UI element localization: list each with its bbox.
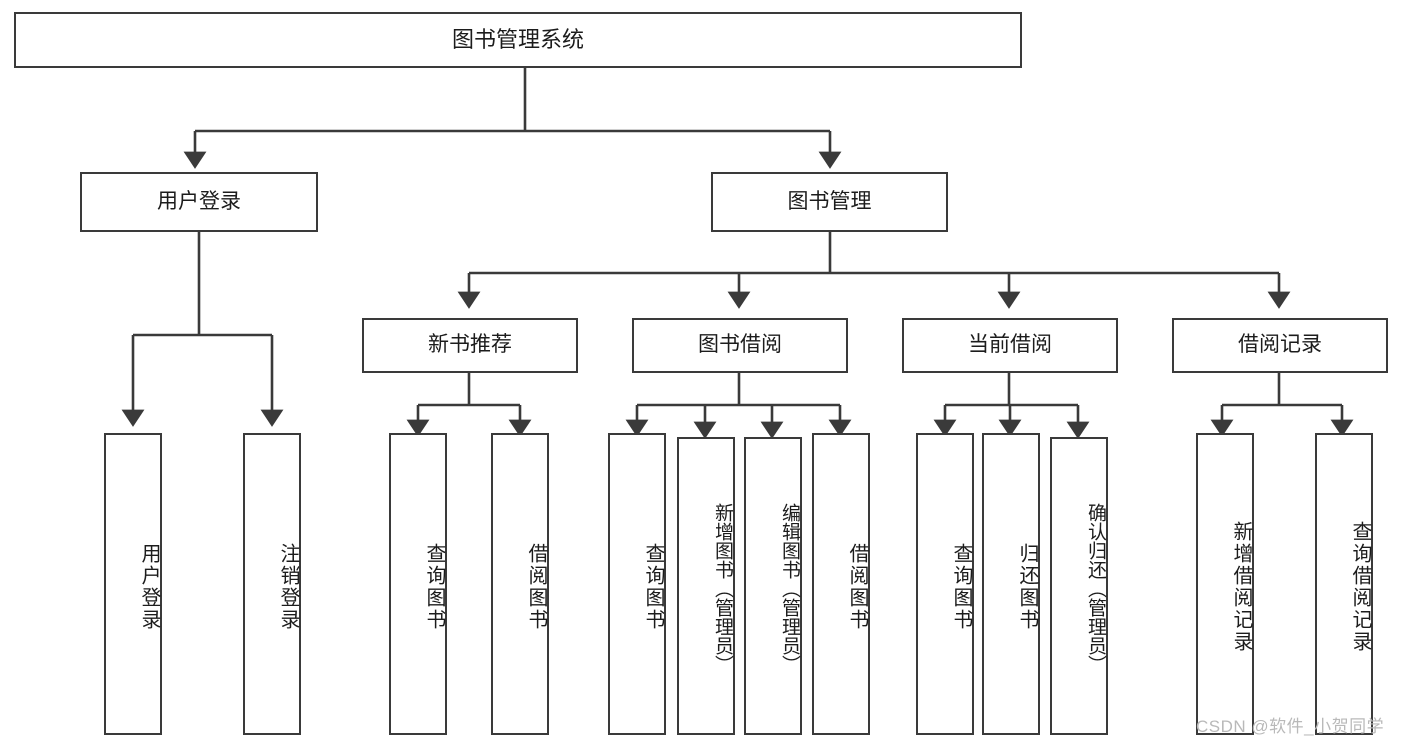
node-label: 借阅图书 [846,543,868,631]
node-label: 查询图书 [642,543,664,631]
leaf-query-book-borrow[interactable]: 查询图书 [608,433,666,735]
node-label: 新增借阅记录 [1230,521,1252,653]
node-label: 确认归还（管理员） [1085,502,1106,674]
node-label: 当前借阅 [968,333,1052,357]
node-label: 查询借阅记录 [1349,521,1371,653]
leaf-confirm-return-admin[interactable]: 确认归还（管理员） [1050,437,1108,735]
node-label: 借阅图书 [525,543,547,631]
node-current-borrow[interactable]: 当前借阅 [902,318,1118,373]
node-label: 查询图书 [423,543,445,631]
leaf-logout[interactable]: 注销登录 [243,433,301,735]
node-label: 图书管理 [787,189,872,213]
leaf-add-book-admin[interactable]: 新增图书（管理员） [677,437,735,735]
node-label: 借阅记录 [1238,333,1322,357]
node-label: 图书管理系统 [451,27,584,53]
leaf-return-book[interactable]: 归还图书 [982,433,1040,735]
node-book-management[interactable]: 图书管理 [711,172,948,232]
node-label: 新书推荐 [428,333,512,357]
leaf-user-login[interactable]: 用户登录 [104,433,162,735]
node-label: 编辑图书（管理员） [779,502,800,674]
node-label: 用户登录 [157,189,241,213]
node-user-login[interactable]: 用户登录 [80,172,318,232]
leaf-query-borrow-record[interactable]: 查询借阅记录 [1315,433,1373,735]
node-label: 用户登录 [138,543,160,631]
leaf-add-borrow-record[interactable]: 新增借阅记录 [1196,433,1254,735]
node-root-system[interactable]: 图书管理系统 [14,12,1022,68]
node-borrow-record[interactable]: 借阅记录 [1172,318,1388,373]
leaf-edit-book-admin[interactable]: 编辑图书（管理员） [744,437,802,735]
node-label: 注销登录 [277,543,299,631]
leaf-borrow-book-recommend[interactable]: 借阅图书 [491,433,549,735]
node-book-borrow[interactable]: 图书借阅 [632,318,848,373]
node-label: 查询图书 [950,543,972,631]
leaf-borrow-book[interactable]: 借阅图书 [812,433,870,735]
node-label: 图书借阅 [698,333,782,357]
leaf-query-book-recommend[interactable]: 查询图书 [389,433,447,735]
node-label: 归还图书 [1016,543,1038,631]
node-label: 新增图书（管理员） [712,502,733,674]
node-new-book-recommend[interactable]: 新书推荐 [362,318,578,373]
leaf-query-book-current[interactable]: 查询图书 [916,433,974,735]
